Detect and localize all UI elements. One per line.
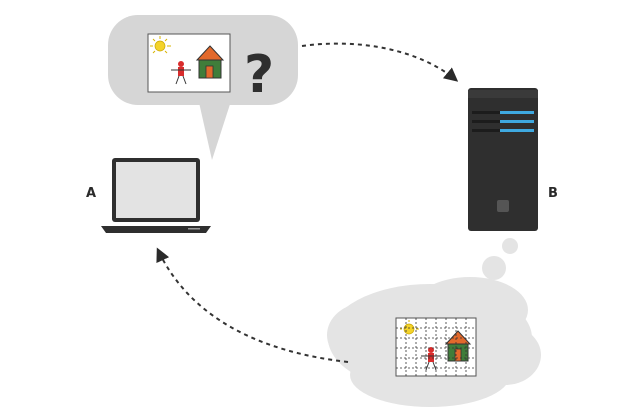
sun-icon	[150, 36, 171, 54]
grid-overlay	[396, 318, 476, 376]
server-tower-icon	[468, 88, 538, 231]
question-mark: ?	[244, 45, 274, 105]
house-icon	[195, 45, 225, 79]
person-icon	[421, 347, 441, 371]
server-label: B	[548, 186, 558, 201]
request-arrow	[301, 42, 459, 82]
response-arrow	[156, 247, 349, 363]
sun-icon	[400, 320, 419, 335]
response-drawing-image	[395, 317, 477, 377]
person-icon	[171, 61, 191, 85]
laptop-icon	[101, 158, 211, 233]
request-drawing-image	[147, 33, 231, 93]
client-label: A	[86, 186, 96, 201]
